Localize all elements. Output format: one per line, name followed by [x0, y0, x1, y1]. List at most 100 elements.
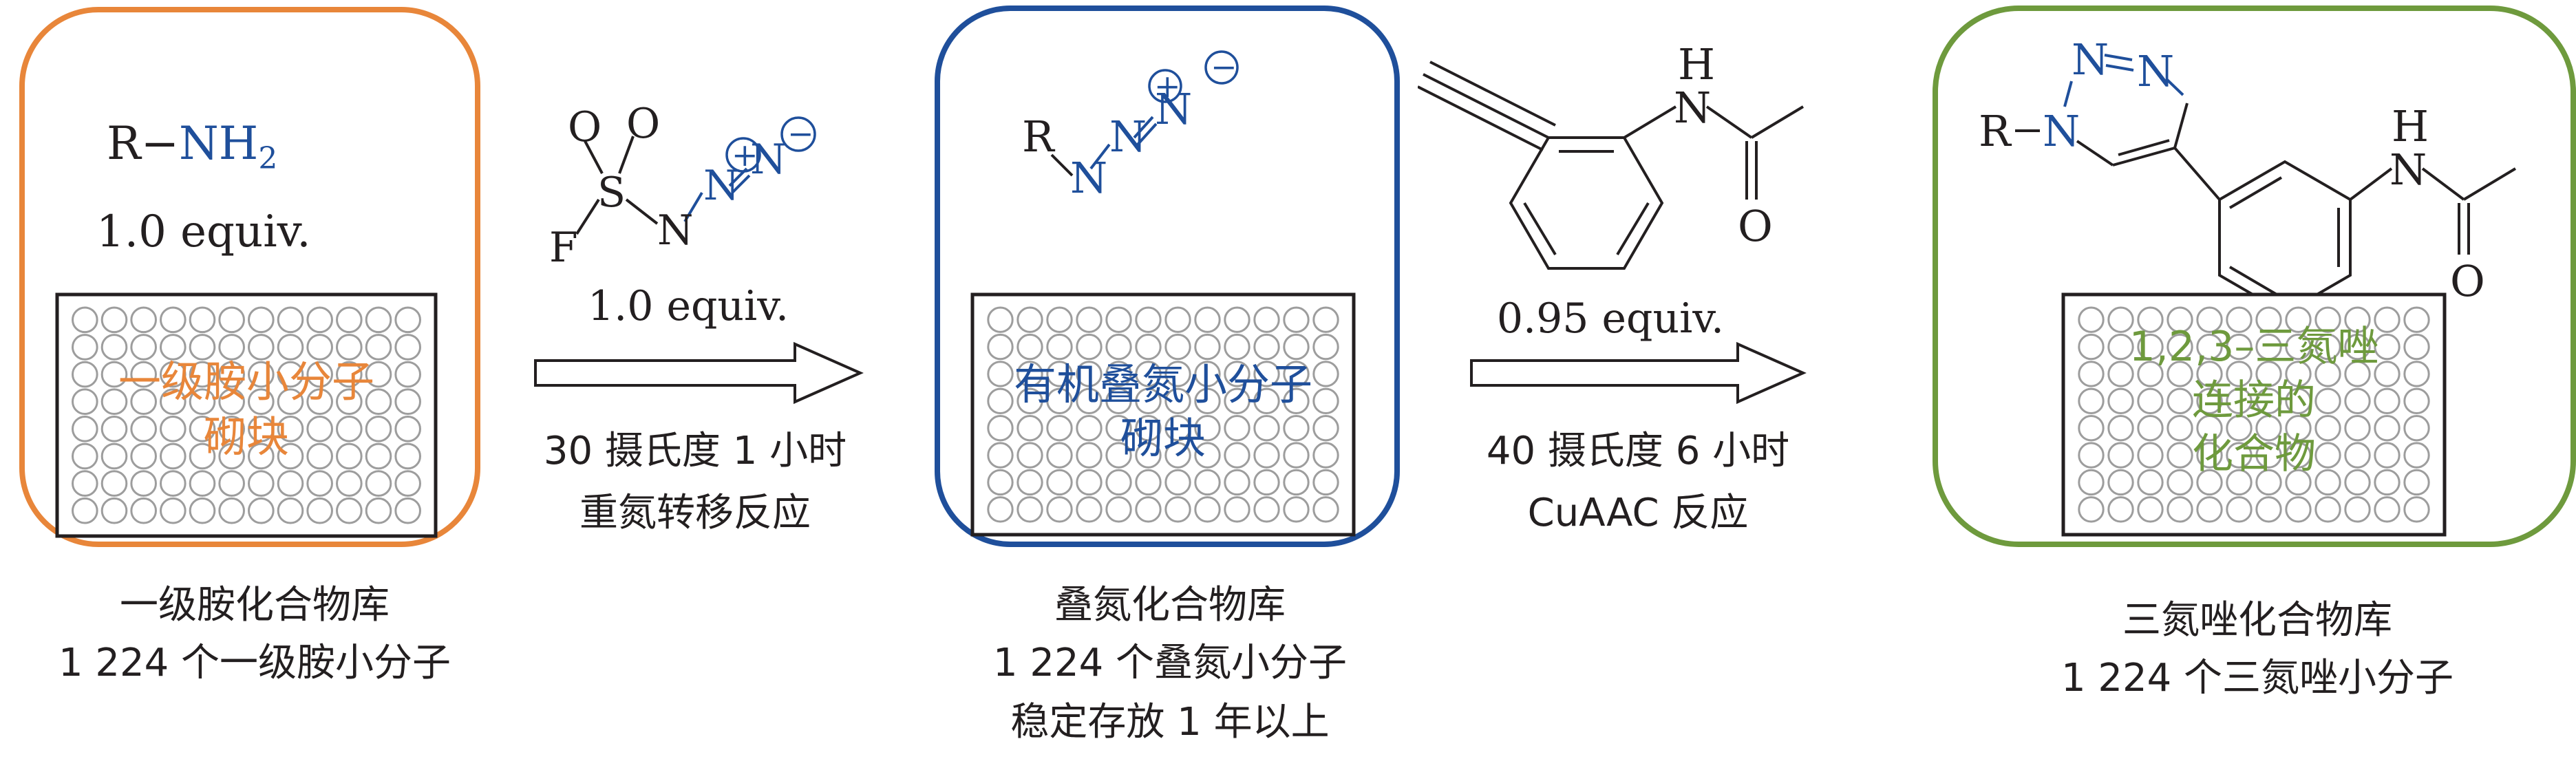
- plate-well: [2374, 415, 2401, 442]
- reagent-plus-label: +: [732, 136, 758, 173]
- plate-well: [365, 442, 392, 470]
- plate-well: [2107, 361, 2134, 387]
- plate-well: [1076, 333, 1103, 361]
- plate-well: [189, 470, 216, 497]
- triazole-o-label: O: [2450, 256, 2485, 303]
- plate-well: [1253, 361, 1280, 387]
- plate-well: [2167, 306, 2193, 333]
- plate-well: [1046, 306, 1073, 333]
- plate-well: [1194, 306, 1221, 333]
- plate-well: [72, 497, 98, 524]
- plate-well: [2314, 387, 2341, 414]
- alkyne-h-label: H: [1678, 41, 1715, 89]
- r-group: R: [107, 117, 141, 170]
- plate-well: [2137, 442, 2164, 469]
- plate-well: [2374, 387, 2401, 414]
- plate-well: [2196, 469, 2223, 496]
- plate-well: [160, 388, 187, 415]
- plate-well: [2107, 469, 2134, 496]
- plate-well: [365, 470, 392, 497]
- plate-well: [1224, 387, 1250, 414]
- amine-equiv: 1.0 equiv.: [96, 206, 311, 257]
- plate-well: [1164, 442, 1191, 469]
- plate-well: [277, 306, 304, 334]
- plate-well: [336, 306, 363, 334]
- plate-well: [2107, 333, 2134, 361]
- plate-well: [2167, 469, 2193, 496]
- plate-well: [1135, 496, 1162, 523]
- plate-well: [1135, 469, 1162, 496]
- plate-well: [72, 334, 98, 361]
- plate-well: [2137, 496, 2164, 523]
- plate-well: [1283, 387, 1310, 414]
- plate-well: [2167, 333, 2193, 361]
- plate-well: [2344, 442, 2371, 469]
- plate-well: [189, 334, 216, 361]
- plate-well: [1224, 333, 1250, 361]
- plate-well: [189, 497, 216, 524]
- plate-well: [2403, 415, 2430, 442]
- reagent-n1-label: N: [657, 206, 694, 255]
- plate-well: [336, 334, 363, 361]
- plate-well: [1224, 496, 1250, 523]
- plate-well: [306, 306, 333, 334]
- plate-well: [306, 416, 333, 442]
- plate-well: [2196, 415, 2223, 442]
- plate-well: [2167, 361, 2193, 387]
- plate-well: [130, 361, 157, 388]
- plate-well: [1224, 469, 1250, 496]
- plate-well: [1046, 442, 1073, 469]
- triazole-product-structure: R N N N H N O: [1979, 34, 2517, 303]
- plate-well: [2314, 361, 2341, 387]
- plate-well: [1076, 387, 1103, 414]
- plate-well: [1016, 442, 1043, 469]
- plate-well: [160, 497, 187, 524]
- plate-well: [2226, 306, 2253, 333]
- step1-equiv: 1.0 equiv.: [587, 282, 789, 330]
- plate-well: [2285, 387, 2312, 414]
- plate-well: [2137, 333, 2164, 361]
- plate-well: [1016, 361, 1043, 387]
- plate-well: [1164, 415, 1191, 442]
- plate-well: [248, 334, 275, 361]
- plate-well: [987, 306, 1014, 333]
- plate-well: [1283, 496, 1310, 523]
- plate-well: [2374, 496, 2401, 523]
- plate-well: [160, 361, 187, 388]
- plate-well: [100, 361, 128, 388]
- plate-well: [2285, 496, 2312, 523]
- plate-well: [1076, 469, 1103, 496]
- plate-well: [336, 470, 363, 497]
- triazole-plate-label: 1,2,3–三氮唑 连接的 化合物: [2129, 323, 2379, 478]
- plate-well: [1224, 442, 1250, 469]
- plate-well: [394, 334, 421, 361]
- plate-well: [2196, 333, 2223, 361]
- plate-well: [2374, 306, 2401, 333]
- plate-well: [100, 442, 128, 470]
- triazole-n2-label: N: [2072, 34, 2109, 85]
- plate-well: [2403, 333, 2430, 361]
- plate-well: [2374, 333, 2401, 361]
- plate-well: [2255, 469, 2282, 496]
- plate-well: [987, 387, 1014, 414]
- plate-well: [72, 361, 98, 388]
- plate-well: [2255, 496, 2282, 523]
- plate-well: [248, 306, 275, 334]
- fsn3-reagent-structure: O O S F N N N + −: [549, 100, 816, 272]
- plate-well: [1224, 361, 1250, 387]
- plate-well: [1164, 496, 1191, 523]
- azide-n3-label: N: [1155, 84, 1192, 134]
- plate-well: [2107, 496, 2134, 523]
- plate-well: [306, 361, 333, 388]
- plate-well: [100, 470, 128, 497]
- plate-well: [2167, 496, 2193, 523]
- amine-formula: R−NH2: [107, 117, 277, 176]
- plate-well: [1312, 361, 1339, 387]
- plate-well: [2107, 387, 2134, 414]
- plate-well: [1046, 333, 1073, 361]
- plate-well: [1164, 306, 1191, 333]
- plate-well: [987, 469, 1014, 496]
- plate-well: [2167, 442, 2193, 469]
- plate-well: [1253, 333, 1280, 361]
- plate-well: [130, 306, 157, 334]
